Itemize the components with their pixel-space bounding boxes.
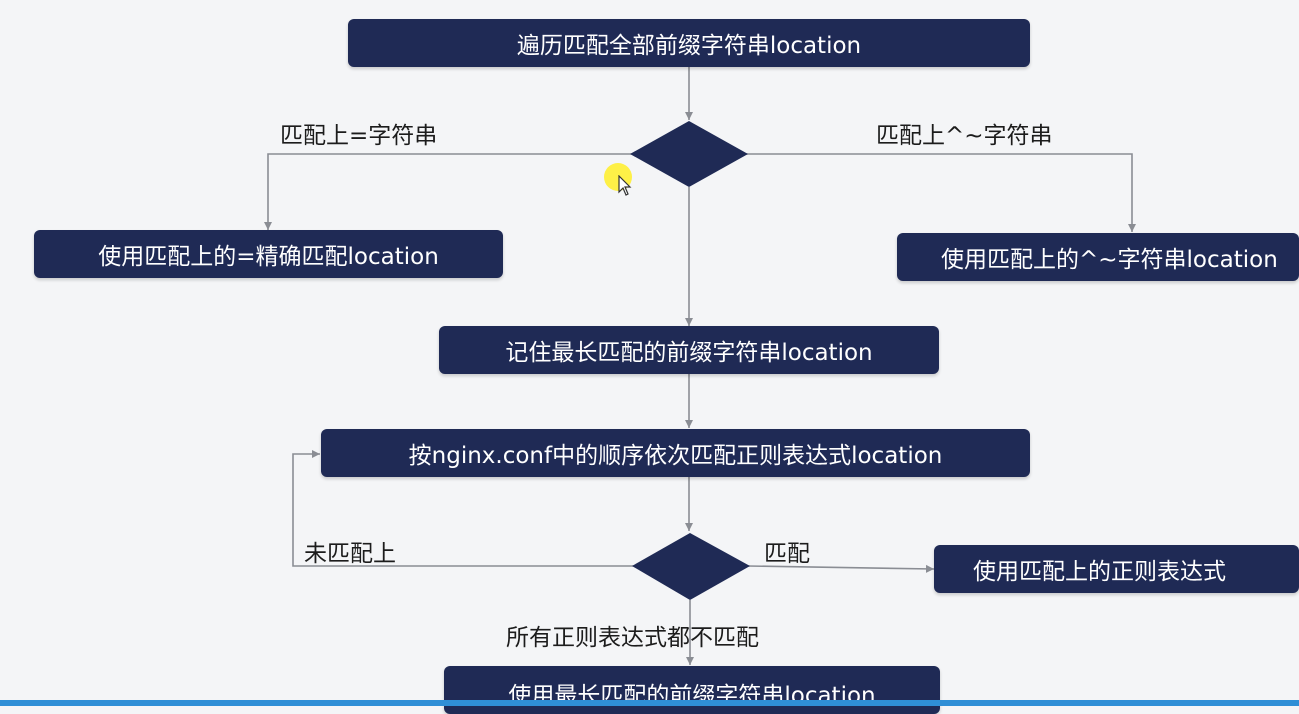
decision-diamond-1 [630,121,748,187]
node-start: 遍历匹配全部前缀字符串location [348,19,1030,67]
node-regex-loop: 按nginx.conf中的顺序依次匹配正则表达式location [321,429,1030,477]
label-none-match: 所有正则表达式都不匹配 [506,625,759,651]
title-fragment [205,0,420,4]
label-caret-match: 匹配上^~字符串 [876,123,1053,149]
label-no-match: 未匹配上 [304,541,396,567]
mouse-pointer-icon [618,175,632,196]
node-use-longest: 使用最长匹配的前缀字符串location [444,666,940,714]
node-use-regex: 使用匹配上的正则表达式 [934,545,1299,593]
label-exact-match: 匹配上=字符串 [280,123,438,149]
edge-decision1-to-caret [746,153,1136,232]
node-caret-match: 使用匹配上的^~字符串location [897,233,1299,281]
node-exact-match: 使用匹配上的=精确匹配location [34,230,503,278]
edge-decision2-loop-back [292,450,634,567]
node-remember-longest: 记住最长匹配的前缀字符串location [439,326,939,374]
edge-decision1-to-exact [264,153,632,230]
decision-diamond-2 [632,533,750,600]
label-match: 匹配 [764,541,810,567]
bottom-progress-bar [0,700,1299,706]
edge-decision2-to-use-regex [747,564,935,573]
